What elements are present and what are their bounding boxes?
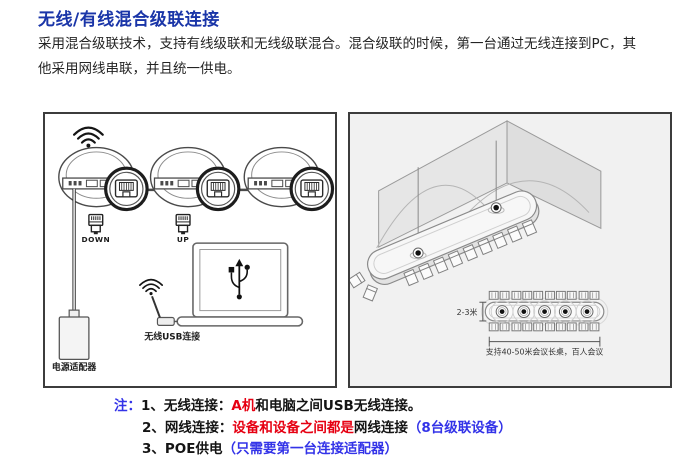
note-red-text: A机 bbox=[231, 398, 256, 414]
note-number: 1、 bbox=[141, 398, 164, 414]
note-blue-text: （8台级联设备） bbox=[407, 419, 512, 436]
note-number: 2、 bbox=[142, 419, 165, 436]
note-line-3: 3、POE供电（只需要第一台连接适配器） bbox=[142, 439, 512, 461]
cascade-diagram-canvas: DOWN UP 电源适配器 bbox=[52, 126, 335, 373]
intro-paragraph: 采用混合级联技术，支持有线级联和无线级联混合。混合级联的时候，第一台通过无线连接… bbox=[38, 36, 637, 77]
note-label: 网线连接： bbox=[164, 419, 233, 436]
wireless-usb-dongle bbox=[139, 278, 178, 326]
note-line-2: 2、网线连接：设备和设备之间都是网线连接（8台级联设备） bbox=[142, 418, 512, 440]
speakerphone-device-b bbox=[148, 145, 241, 212]
conference-room-diagram: 2-3米 支持40-50米会议长桌，百人会议 bbox=[348, 112, 672, 388]
wifi-icon bbox=[73, 126, 104, 149]
capacity-label: 支持40-50米会议长桌，百人会议 bbox=[486, 346, 604, 356]
note-line-1: 注：1、无线连接：A机和电脑之间USB无线连接。 bbox=[114, 396, 512, 418]
power-adapter-label: 电源适配器 bbox=[52, 361, 96, 373]
page-title: 无线/有线混合级联连接 bbox=[38, 10, 220, 30]
power-adapter bbox=[58, 309, 90, 361]
room-diagram-canvas: 2-3米 支持40-50米会议长桌，百人会议 bbox=[350, 120, 609, 356]
usb-icon bbox=[228, 258, 250, 300]
wifi-icon bbox=[139, 278, 164, 296]
cascade-connection-diagram: DOWN UP 电源适配器 bbox=[43, 112, 337, 388]
table-width-label: 2-3米 bbox=[457, 307, 478, 317]
speakerphone-device-a bbox=[57, 145, 149, 212]
wireless-usb-label: 无线USB连接 bbox=[143, 331, 200, 343]
note-red-text: 设备和设备之间都是 bbox=[232, 419, 354, 436]
note-text: 网线连接 bbox=[353, 419, 408, 436]
note-label: 无线连接： bbox=[163, 398, 232, 414]
up-label: UP bbox=[177, 235, 189, 244]
rj45-plug-up-icon bbox=[175, 213, 191, 235]
rj45-plug-down-icon bbox=[88, 213, 104, 235]
top-view-schematic: 2-3米 支持40-50米会议长桌，百人会议 bbox=[457, 290, 609, 356]
down-label: DOWN bbox=[81, 235, 110, 244]
speakerphone-device-c bbox=[242, 145, 335, 212]
top-view-chair-row-bottom bbox=[488, 322, 600, 332]
note-label: POE供电 bbox=[164, 441, 223, 457]
note-text: 和电脑之间USB无线连接。 bbox=[255, 398, 422, 414]
laptop bbox=[176, 242, 304, 327]
note-prefix: 注： bbox=[114, 398, 141, 414]
notes: 注：1、无线连接：A机和电脑之间USB无线连接。 2、网线连接：设备和设备之间都… bbox=[114, 396, 512, 461]
length-dimension bbox=[488, 336, 601, 347]
width-dimension bbox=[479, 301, 487, 322]
note-blue-text: （只需要第一台连接适配器） bbox=[222, 441, 399, 457]
note-number: 3、 bbox=[142, 441, 165, 457]
